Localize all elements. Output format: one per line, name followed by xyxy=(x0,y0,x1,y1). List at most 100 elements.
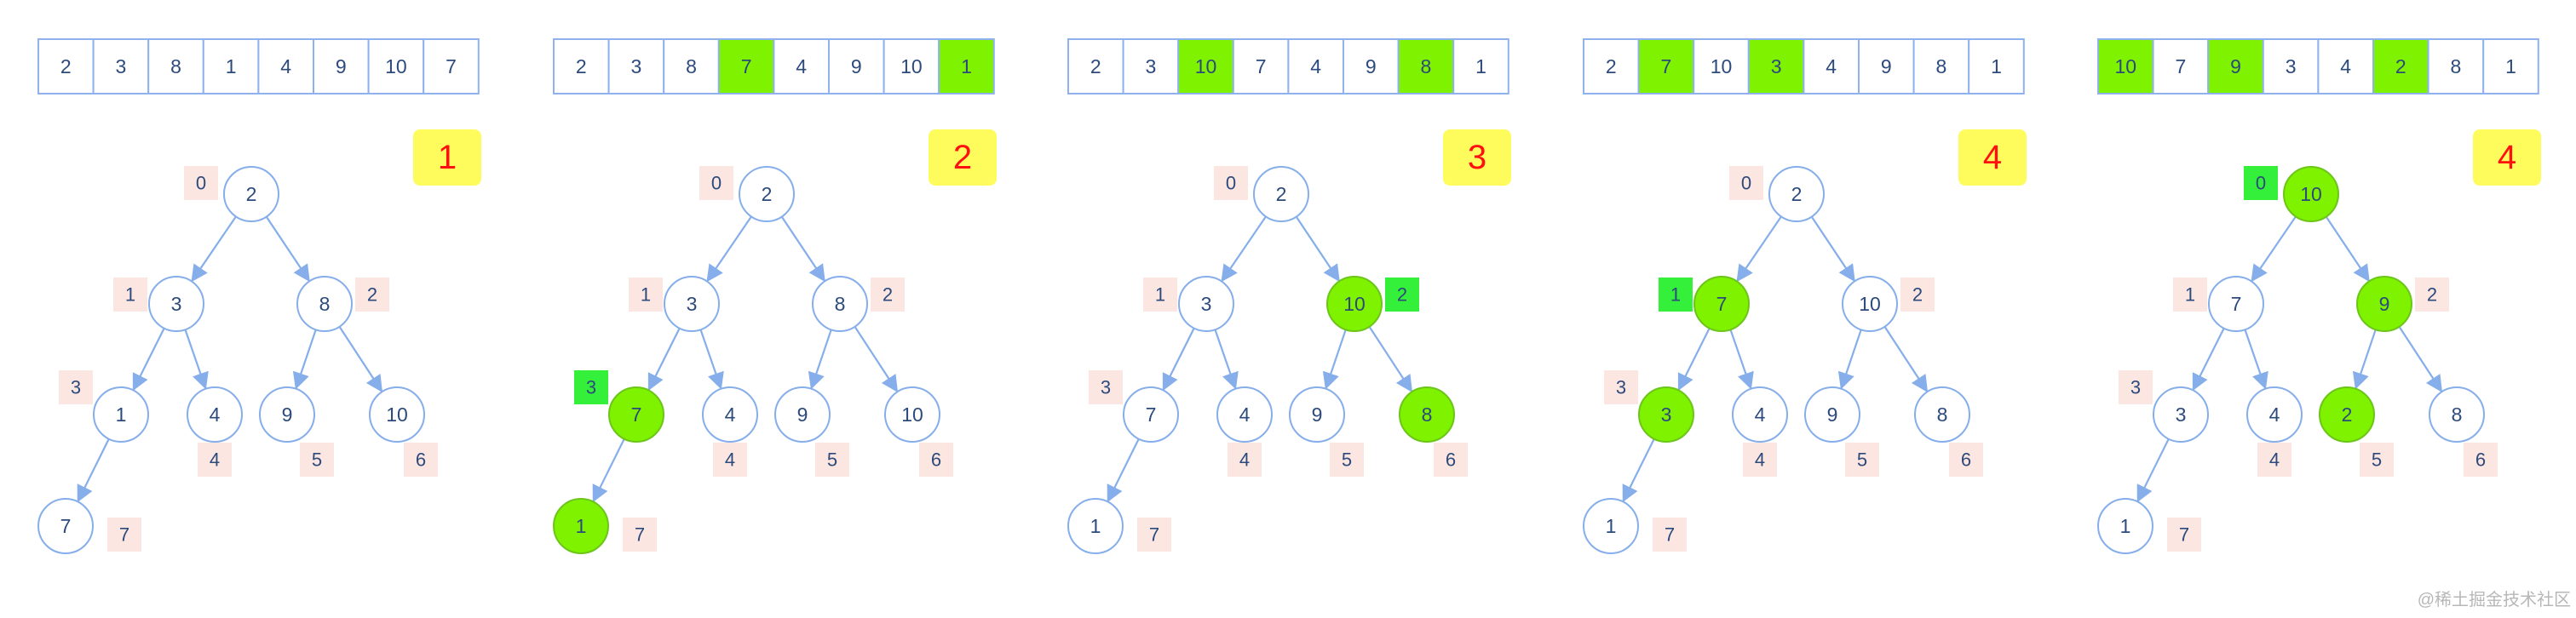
tree-node-value: 8 xyxy=(835,293,846,315)
step-badge: 4 xyxy=(1958,129,2027,186)
index-value: 4 xyxy=(725,449,735,471)
index-value: 6 xyxy=(416,449,426,471)
array-cell-value: 9 xyxy=(2230,55,2241,77)
index-value: 2 xyxy=(883,284,893,306)
index-value: 3 xyxy=(1101,377,1111,398)
tree-node-value: 4 xyxy=(1239,403,1251,426)
array-cell-value: 1 xyxy=(1991,55,2002,77)
tree-node-value: 7 xyxy=(2231,293,2242,315)
tree-node-value: 8 xyxy=(319,293,331,315)
array-cell-value: 9 xyxy=(1881,55,1892,77)
array-cell-value: 8 xyxy=(170,55,181,77)
tree-edge xyxy=(782,217,825,281)
index-value: 5 xyxy=(2372,449,2382,471)
tree-edge xyxy=(700,329,721,388)
tree-node-value: 7 xyxy=(60,515,72,537)
tree-edge xyxy=(1164,329,1194,390)
array-cell-value: 1 xyxy=(1475,55,1486,77)
tree-node-value: 10 xyxy=(2300,183,2322,205)
tree-edge xyxy=(185,329,205,388)
index-value: 1 xyxy=(2185,284,2195,306)
index-value: 3 xyxy=(2130,377,2141,398)
tree-edge xyxy=(1842,329,1861,387)
array-cell-value: 3 xyxy=(631,55,642,77)
array-cell-value: 9 xyxy=(1366,55,1377,77)
array-cell-value: 3 xyxy=(1146,55,1157,77)
index-value: 2 xyxy=(2427,284,2437,306)
tree-node-value: 7 xyxy=(1146,403,1157,426)
index-value: 5 xyxy=(1342,449,1352,471)
tree-edge xyxy=(594,439,624,501)
tree-node-value: 1 xyxy=(116,403,127,426)
tree-node-value: 2 xyxy=(2342,403,2353,426)
step-badge: 2 xyxy=(929,129,997,186)
index-value: 4 xyxy=(1239,449,1250,471)
tree-edge xyxy=(855,327,897,392)
tree-edge xyxy=(2194,329,2224,390)
tree-edge xyxy=(1812,217,1854,281)
tree-node-value: 2 xyxy=(762,183,773,205)
array-cell-value: 9 xyxy=(336,55,347,77)
index-value: 1 xyxy=(1155,284,1165,306)
array-cell-value: 4 xyxy=(1310,55,1321,77)
array-cell-value: 8 xyxy=(1936,55,1947,77)
tree-edge xyxy=(708,216,751,280)
tree-node-value: 4 xyxy=(2269,403,2280,426)
step-number: 4 xyxy=(1983,139,2002,176)
tree-edge xyxy=(1108,439,1139,501)
array-cell-value: 1 xyxy=(226,55,237,77)
array-cell-value: 2 xyxy=(1090,55,1101,77)
index-value: 2 xyxy=(1912,284,1923,306)
index-value: 0 xyxy=(711,173,722,194)
index-value: 7 xyxy=(1149,524,1159,546)
tree-node-value: 10 xyxy=(1859,293,1881,315)
array-cell-value: 7 xyxy=(1661,55,1672,77)
tree-edge xyxy=(1222,216,1266,280)
tree-edge xyxy=(1215,329,1235,388)
watermark: @稀土掘金技术社区 xyxy=(2418,586,2571,610)
tree-edge xyxy=(78,439,109,501)
index-value: 2 xyxy=(1397,284,1407,306)
index-value: 3 xyxy=(586,377,596,398)
array-cell-value: 4 xyxy=(796,55,807,77)
index-value: 0 xyxy=(2256,173,2266,194)
index-value: 1 xyxy=(125,284,135,306)
tree-node-value: 9 xyxy=(797,403,808,426)
tree-node-value: 2 xyxy=(246,183,257,205)
tree-node-value: 3 xyxy=(687,293,698,315)
array-cell-value: 2 xyxy=(576,55,587,77)
tree-edge xyxy=(2400,327,2441,392)
tree-node-value: 3 xyxy=(1661,403,1672,426)
tree-edge xyxy=(1370,327,1412,392)
tree-node-value: 4 xyxy=(1755,403,1766,426)
index-value: 7 xyxy=(635,524,645,546)
tree-node-value: 1 xyxy=(1090,515,1101,537)
index-value: 3 xyxy=(71,377,81,398)
step-badge: 3 xyxy=(1443,129,1511,186)
array-cell-value: 10 xyxy=(385,55,407,77)
tree-node-value: 1 xyxy=(576,515,587,537)
array-cell-value: 7 xyxy=(446,55,457,77)
array-cell-value: 3 xyxy=(2286,55,2297,77)
array-cell-value: 3 xyxy=(116,55,127,77)
array-cell-value: 2 xyxy=(60,55,72,77)
tree-node-value: 8 xyxy=(2452,403,2463,426)
array-cell-value: 1 xyxy=(961,55,972,77)
tree-node-value: 9 xyxy=(1827,403,1838,426)
tree-edge xyxy=(1730,329,1751,388)
tree-node-value: 8 xyxy=(1937,403,1948,426)
step-number: 2 xyxy=(953,139,972,176)
tree-edge xyxy=(340,327,382,392)
array-cell-value: 2 xyxy=(2395,55,2406,77)
index-value: 5 xyxy=(1857,449,1867,471)
index-value: 1 xyxy=(641,284,651,306)
tree-node-value: 7 xyxy=(631,403,642,426)
index-value: 3 xyxy=(1616,377,1626,398)
